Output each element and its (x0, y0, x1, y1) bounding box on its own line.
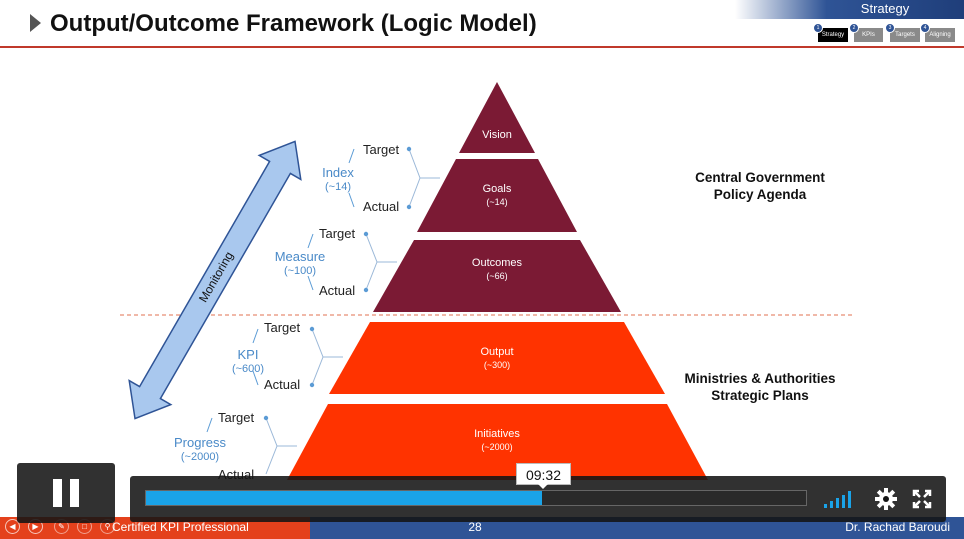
footer-page-number: 28 (468, 520, 482, 534)
tier-goals-label: Goals (~14) (482, 183, 512, 207)
pyramid-tier-goals (417, 159, 577, 232)
pause-icon (53, 479, 62, 507)
pyramid-tier-outcomes (373, 240, 621, 312)
step-targets: 3 Targets (885, 23, 920, 42)
ministries-label: Ministries & Authorities Strategic Plans (684, 371, 836, 403)
volume-icon[interactable] (824, 489, 860, 509)
tier-initiatives-label: Initiatives (~2000) (474, 428, 520, 452)
step-number: 2 (849, 23, 859, 33)
measure-actual-label: Actual (319, 283, 356, 298)
footer-course-title: Certified KPI Professional (112, 520, 249, 534)
tier-output-label: Output (~300) (480, 346, 514, 370)
step-number: 1 (813, 23, 823, 33)
kpi-label: KPI (~600) (231, 347, 265, 376)
measure-target-label: Target (319, 226, 356, 241)
progress-bracket (206, 415, 297, 475)
step-kpis: 2 KPIs (849, 23, 883, 42)
index-bracket (348, 146, 440, 210)
time-tooltip: 09:32 (516, 463, 571, 485)
title-arrow-icon (30, 14, 41, 32)
monitoring-arrow (128, 140, 302, 420)
progress-target-label: Target (218, 410, 255, 425)
slide-title: Output/Outcome Framework (Logic Model) (50, 10, 537, 37)
tier-vision-label: Vision (482, 129, 512, 141)
step-number: 3 (885, 23, 895, 33)
step-number: 4 (920, 23, 930, 33)
kpi-actual-label: Actual (264, 377, 301, 392)
progress-steps: 1 Strategy 2 KPIs 3 Targets 4 Aligning (813, 0, 964, 46)
header-divider (0, 46, 964, 48)
fullscreen-icon[interactable] (912, 489, 932, 509)
settings-icon[interactable] (874, 487, 898, 511)
seek-bar[interactable] (145, 490, 807, 506)
step-strategy: 1 Strategy (813, 23, 848, 42)
kpi-bracket (252, 326, 343, 388)
measure-bracket (307, 231, 397, 293)
index-target-label: Target (363, 142, 400, 157)
step-aligning: 4 Aligning (920, 23, 955, 42)
previous-slide-icon[interactable]: ◀ (5, 519, 20, 534)
section-band (735, 0, 964, 19)
pause-button[interactable] (17, 463, 115, 523)
pyramid-tier-output (329, 322, 665, 394)
measure-label: Measure (~100) (274, 249, 326, 278)
central-government-label: Central Government Policy Agenda (695, 170, 825, 202)
footer-author: Dr. Rachad Baroudi (845, 520, 950, 534)
pyramid-tier-initiatives (287, 404, 708, 480)
seek-bar-progress (146, 491, 542, 505)
kpi-target-label: Target (264, 320, 301, 335)
index-actual-label: Actual (363, 199, 400, 214)
progress-label: Progress (~2000) (173, 435, 227, 464)
pyramid-tier-vision (459, 82, 535, 153)
tier-outcomes-label: Outcomes (~66) (471, 257, 523, 281)
section-label: Strategy (860, 1, 910, 16)
index-label: Index (~14) (322, 165, 354, 194)
